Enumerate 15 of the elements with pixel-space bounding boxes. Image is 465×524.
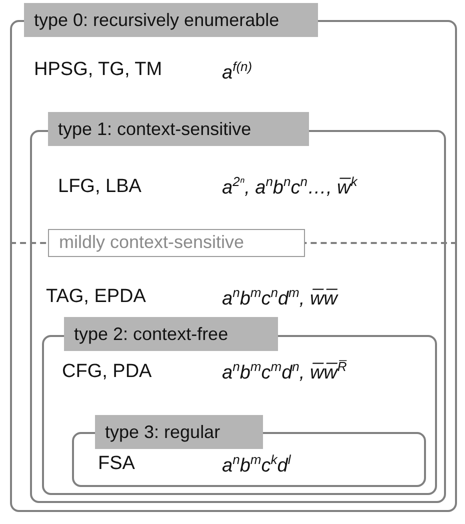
region-heading: type 2: context-free <box>64 317 278 351</box>
model-list: LFG, LBA <box>58 175 142 199</box>
model-list: HPSG, TG, TM <box>34 58 162 82</box>
language-formula: a$^{2ⁿ}$, a$^{n}$b$^{n}$c$^{n}$…, w̅$^{k}$ <box>222 173 358 200</box>
model-list: TAG, EPDA <box>46 285 146 309</box>
model-list: CFG, PDA <box>62 360 152 384</box>
region-heading: type 0: recursively enumerable <box>24 3 318 37</box>
model-list: FSA <box>98 452 135 476</box>
language-formula: a$^{n}$b$^{m}$c$^{k}$d$^{l}$ <box>222 451 291 478</box>
language-formula: a$^{n}$b$^{m}$c$^{m}$d$^{n}$, w̅w̅$^{R̅}$ <box>222 358 347 386</box>
region-heading: type 1: context-sensitive <box>48 112 309 146</box>
language-formula: a$^{f(n)}$ <box>222 58 252 86</box>
region-heading: type 3: regular <box>95 415 263 449</box>
band-label: mildly context-sensitive <box>48 229 305 257</box>
language-formula: a$^{n}$b$^{m}$c$^{n}$d$^{m}$, w̅w̅ <box>222 284 338 312</box>
